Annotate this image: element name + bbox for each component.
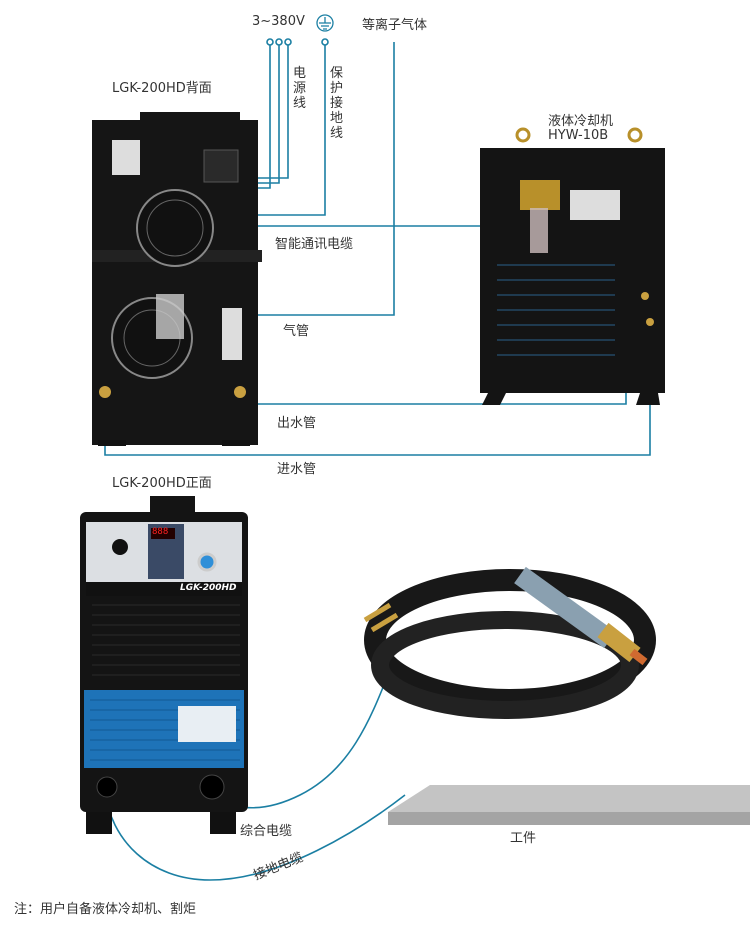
front-model-label: LGK-200HD — [180, 583, 237, 593]
display-readout: 888 — [152, 527, 169, 537]
ground-protection-label: 保护接地线 — [330, 66, 344, 141]
comm-cable-label: 智能通讯电缆 — [275, 237, 354, 252]
power-cable-label: 电源线 — [293, 66, 307, 111]
workpiece-image — [388, 785, 750, 825]
cooler-image — [480, 127, 665, 405]
water-in-label: 进水管 — [277, 462, 317, 477]
front-machine-image — [80, 496, 248, 834]
plasma-gas-label: 等离子气体 — [362, 18, 428, 33]
ground-line — [252, 45, 326, 216]
gas-pipe-label: 气管 — [283, 324, 310, 339]
gas-line — [245, 42, 395, 316]
combined-cable-label: 综合电缆 — [240, 824, 293, 839]
torch-coil-image — [363, 566, 656, 719]
ground-cable-line — [104, 789, 406, 881]
cooler-title: 液体冷却机 — [548, 114, 614, 129]
footnote: 注：用户自备液体冷却机、割炬 — [14, 902, 197, 917]
water-out-label: 出水管 — [277, 416, 317, 431]
workpiece-label: 工件 — [510, 831, 537, 846]
cooler-model: HYW-10B — [548, 128, 609, 143]
back-machine-image — [92, 112, 262, 446]
voltage-label: 3~380V — [252, 14, 305, 29]
ground-symbol-icon — [316, 14, 334, 32]
back-title: LGK-200HD背面 — [112, 81, 212, 96]
front-title: LGK-200HD正面 — [112, 476, 212, 491]
